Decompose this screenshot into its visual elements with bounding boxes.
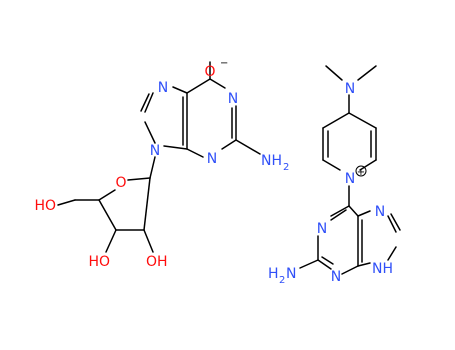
negative-charge-label: − (220, 58, 228, 69)
dimethylamino-n-label: N (345, 81, 355, 97)
amino-h-label: H (268, 266, 279, 282)
positive-charge-label: + (357, 167, 365, 178)
purine-n3-label: N (331, 269, 341, 285)
purine-nh9-label: NH (372, 261, 393, 277)
amino-n-label: N (286, 266, 296, 282)
oxide-oxygen-label: O (204, 64, 215, 80)
amino-subscript-label: 2 (283, 162, 289, 173)
purine-n1-label: N (317, 221, 327, 237)
hydroxyl-5prime-label: HO (34, 198, 56, 214)
n3-label: N (207, 151, 217, 167)
positive-charge-circle (355, 165, 367, 177)
amino-group-label: NH 2 (261, 153, 289, 173)
amino-h-subscript-label: 2 (279, 275, 285, 286)
pyridinium-n-label: N (345, 171, 355, 187)
left-molecule (57, 61, 261, 253)
n7-label: N (158, 80, 168, 96)
n9-label: N (150, 143, 160, 159)
hydroxyl-3prime-label: HO (88, 254, 110, 270)
purine-n7-label: N (375, 204, 385, 220)
n1-label: N (228, 91, 238, 107)
purine-amino-label: H 2 N (268, 266, 296, 286)
amino-nh-label: NH (261, 153, 282, 169)
right-molecule (299, 65, 401, 275)
ring-oxygen-label: O (115, 175, 126, 191)
hydroxyl-2prime-label: OH (146, 254, 168, 270)
